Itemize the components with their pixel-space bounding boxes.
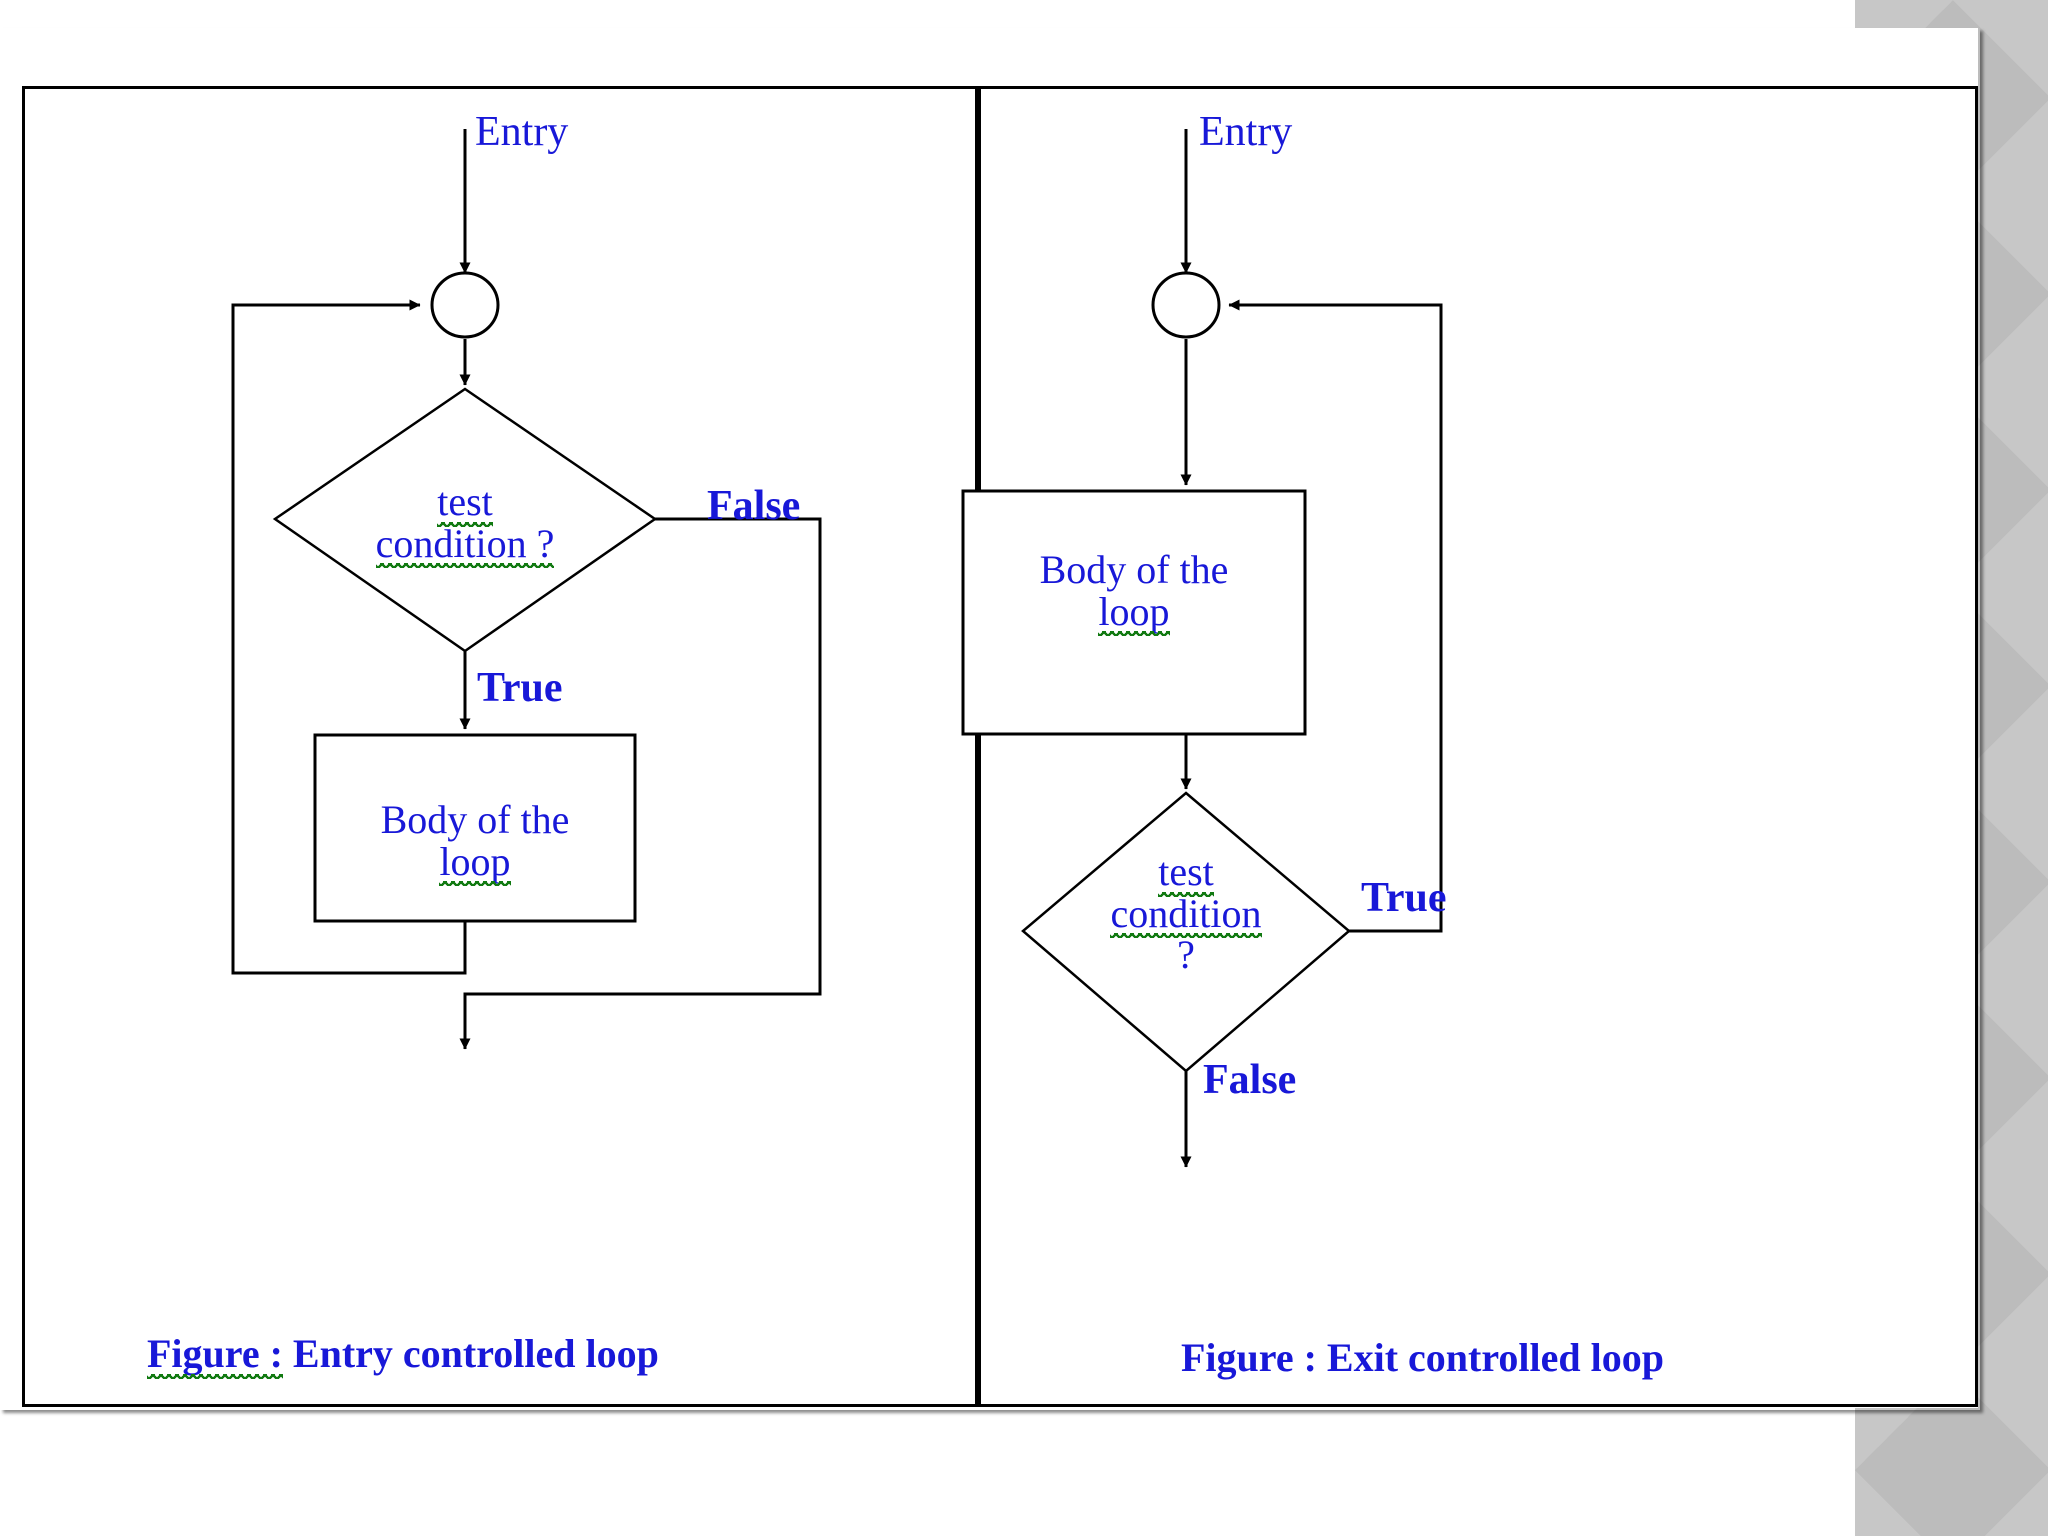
branch-label-true: True (1361, 875, 1447, 921)
process-text: Body of the loop (315, 797, 635, 886)
process-rectangle (961, 489, 1307, 736)
caption-rest: Entry controlled loop (282, 1331, 659, 1376)
edge-loop-back (231, 299, 467, 975)
decision-line-2: condition (1110, 890, 1262, 938)
panel-entry-controlled-loop: Entry test condition ? False True Body o… (22, 86, 978, 1407)
panel-caption: Figure : Exit controlled loop (1181, 1335, 1664, 1380)
caption-figure-word: Figure : (147, 1331, 283, 1379)
decision-line-1: test (437, 479, 493, 527)
decision-line-1: test (1158, 849, 1214, 897)
panel-caption: Figure : Entry controlled loop (147, 1331, 659, 1379)
decision-text: test condition ? (1023, 851, 1349, 976)
process-line-2: loop (1098, 588, 1170, 636)
process-line-2: loop (439, 838, 511, 886)
decision-line-3: ? (1177, 932, 1195, 978)
decision-line-2: condition ? (375, 520, 555, 568)
process-rectangle (313, 733, 637, 923)
branch-label-false: False (1203, 1057, 1297, 1103)
branch-label-false: False (707, 483, 801, 529)
branch-label-true: True (477, 665, 563, 711)
process-text: Body of the loop (963, 547, 1305, 636)
flowchart-exit-controlled (961, 129, 1443, 1168)
decision-text: test condition ? (275, 479, 655, 568)
flowchart-entry-controlled (231, 129, 822, 1050)
edge-true-loop-back (1228, 299, 1443, 933)
connector-circle (430, 271, 500, 339)
entry-label: Entry (475, 109, 569, 155)
panel-exit-controlled-loop: Entry Body of the loop test condition ? … (961, 86, 1978, 1407)
connector-circle (1151, 271, 1221, 339)
process-line-1: Body of the (1039, 547, 1229, 592)
process-line-1: Body of the (380, 797, 570, 842)
edge-false-to-exit (459, 517, 822, 1050)
entry-label: Entry (1199, 109, 1293, 155)
